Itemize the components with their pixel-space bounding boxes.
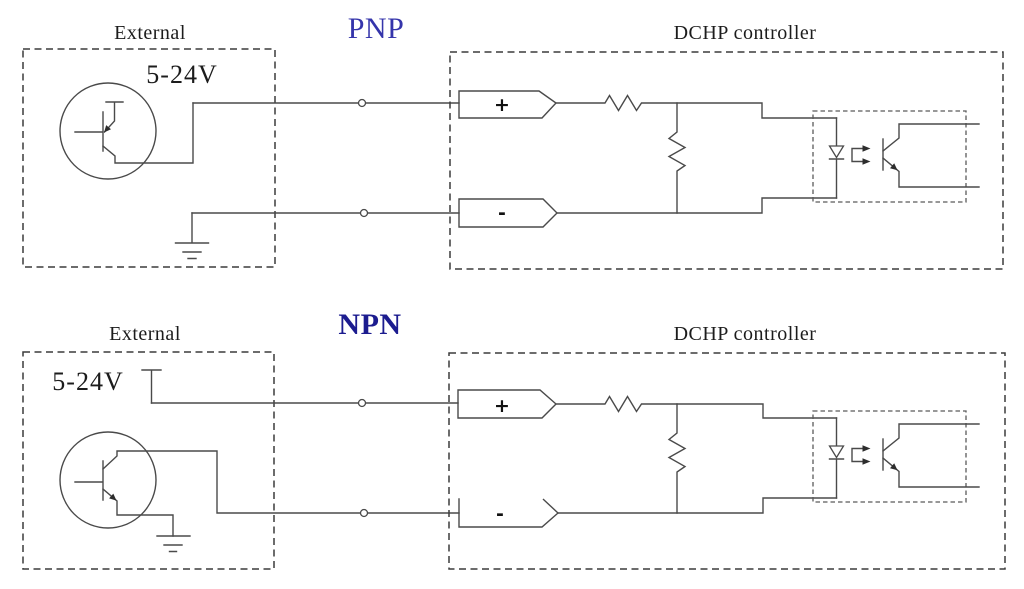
npn-diagram: NPN External DCHP controller 5-24V + <box>22 308 1006 570</box>
plus-terminal-label: + <box>494 395 510 417</box>
pnp-controller-label: DCHP controller <box>674 22 817 44</box>
npn-external-box <box>22 351 275 570</box>
npn-plus-terminal: + <box>457 389 558 419</box>
pnp-external-label: External <box>114 22 186 44</box>
pnp-minus-connector-dot <box>359 208 369 218</box>
pnp-plus-terminal: + <box>458 90 558 119</box>
npn-optocoupler <box>812 410 980 503</box>
npn-voltage-label: 5-24V <box>52 367 123 396</box>
pnp-minus-terminal: - <box>458 198 558 228</box>
npn-title: NPN <box>338 308 401 341</box>
phototransistor-emitter-arrow-icon <box>890 463 898 471</box>
minus-terminal-label: - <box>498 202 506 224</box>
transistor-circle <box>59 82 157 180</box>
pnp-controller-box <box>449 51 1004 270</box>
npn-minus-terminal: - <box>458 498 559 528</box>
npn-controller-box <box>448 352 1006 570</box>
pnp-sensor-transistor <box>59 82 194 180</box>
pnp-ground-symbol <box>174 212 210 260</box>
optocoupler-box <box>812 410 967 503</box>
pnp-return-wire <box>556 197 838 214</box>
phototransistor-emitter-out <box>882 157 980 188</box>
pnp-voltage-label: 5-24V <box>146 60 217 89</box>
npn-minus-connector-dot <box>359 508 369 518</box>
pnp-plus-connector-dot <box>357 98 367 108</box>
npn-series-resistor <box>555 395 838 419</box>
transistor-collector-wire <box>102 450 460 514</box>
phototransistor-emitter-out <box>882 457 980 488</box>
phototransistor-collector-out <box>882 123 980 152</box>
npn-shunt-resistor <box>667 403 687 514</box>
minus-terminal-label: - <box>496 503 504 525</box>
npn-ground-symbol <box>156 535 191 553</box>
npn-sensor-transistor <box>59 431 460 537</box>
transistor-base <box>74 111 104 152</box>
pnp-series-resistor <box>555 94 838 119</box>
transistor-collector-wire <box>102 102 194 164</box>
transistor-base <box>74 460 104 501</box>
pnp-title: PNP <box>348 12 405 45</box>
npn-external-label: External <box>109 323 181 345</box>
transistor-circle <box>59 431 157 529</box>
npn-power-rail-icon <box>141 369 162 404</box>
light-arrows-icon <box>851 447 864 463</box>
pnp-shunt-resistor <box>667 102 687 214</box>
emitter-arrow-icon <box>104 125 111 133</box>
optocoupler-box <box>812 110 967 203</box>
plus-terminal-label: + <box>494 94 510 116</box>
emitter-arrow-icon <box>109 493 117 501</box>
pnp-diagram: PNP External DCHP controller 5-24V + <box>22 12 1004 270</box>
npn-plus-connector-dot <box>357 398 367 408</box>
led-diode-icon <box>828 145 845 159</box>
pnp-optocoupler <box>812 110 980 203</box>
npn-return-wire <box>557 497 838 514</box>
phototransistor-collector-out <box>882 423 980 452</box>
phototransistor-emitter-arrow-icon <box>890 163 898 171</box>
optocoupler-led <box>828 417 845 499</box>
npn-controller-label: DCHP controller <box>674 323 817 345</box>
light-arrows-icon <box>851 147 864 163</box>
led-diode-icon <box>828 445 845 459</box>
optocoupler-led <box>828 117 845 199</box>
pnp-external-box <box>22 48 276 268</box>
